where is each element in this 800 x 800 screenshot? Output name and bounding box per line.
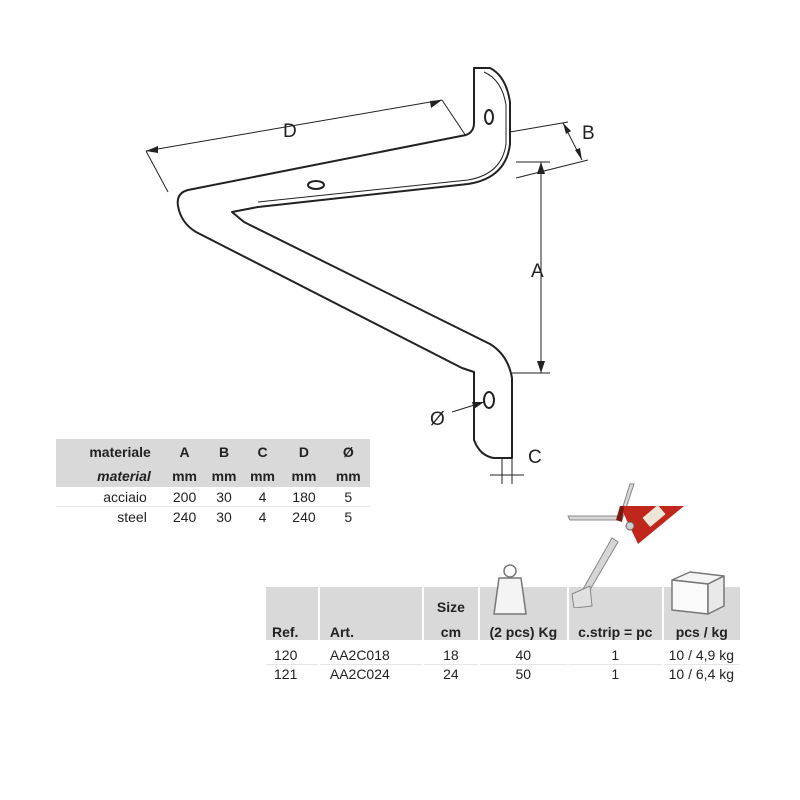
unit-d: mm	[281, 465, 327, 487]
specs-units-row: material mm mm mm mm mm	[56, 465, 370, 487]
dim-label-d: D	[283, 121, 297, 142]
value-cell: 180	[292, 488, 316, 505]
col-header-d: D	[281, 439, 327, 465]
col-header-a: A	[164, 439, 205, 465]
unit-b: mm	[204, 465, 244, 487]
size-cell: 18	[422, 646, 479, 665]
strip-cell: 1	[567, 646, 663, 665]
hole-bottom	[483, 391, 495, 409]
col-header-c: C	[243, 439, 282, 465]
weight-cell: 40	[477, 646, 569, 665]
dimension-d	[145, 99, 467, 193]
ref-header: Ref.	[272, 624, 299, 640]
dimension-c	[490, 458, 524, 484]
col-header-hole: Ø	[326, 439, 370, 465]
value-cell: 5	[326, 506, 370, 526]
unit-c: mm	[243, 465, 282, 487]
material-header-en: material	[56, 465, 165, 487]
dimension-b	[509, 121, 589, 179]
pack-cell: 10 / 4,9 kg	[661, 646, 740, 665]
unit-a: mm	[164, 465, 205, 487]
value-cell: 30	[204, 506, 244, 526]
value-cell: 240	[281, 506, 327, 526]
size-cell: 24	[422, 664, 479, 683]
pack-header: pcs / kg	[661, 587, 740, 646]
bracket-outline	[176, 67, 513, 459]
col-header-b: B	[204, 439, 244, 465]
dimension-hole	[451, 401, 485, 413]
hole-mid	[307, 180, 325, 190]
dimension-a	[512, 161, 550, 374]
value-cell: 4	[258, 488, 267, 505]
dim-label-c: C	[528, 447, 542, 468]
pack-cell: 10 / 6,4 kg	[661, 664, 740, 683]
ref-cell: 121	[266, 664, 319, 683]
strip-cell: 1	[567, 664, 663, 683]
table-row: 121 AA2C024 24 50 1 10 / 6,4 kg	[266, 664, 740, 683]
material-cell: steel	[56, 506, 165, 526]
strip-header: c.strip = pc	[567, 587, 663, 646]
hole-top	[484, 109, 494, 125]
product-header-row: Ref. Art. Size cm (2 pcs) Kg c.strip = p…	[266, 587, 740, 646]
weight-header: (2 pcs) Kg	[477, 587, 569, 646]
size-header-unit: cm	[440, 624, 462, 640]
table-row: acciaio 200 30 4 180 5	[56, 487, 370, 507]
ref-cell: 120	[274, 647, 298, 663]
art-header: Art.	[317, 587, 424, 646]
value-cell: 5	[344, 488, 353, 505]
table-row: 120 AA2C018 18 40 1 10 / 4,9 kg	[266, 646, 740, 665]
value-cell: 240	[164, 506, 205, 526]
material-header-it: materiale	[56, 439, 165, 465]
table-row: steel 240 30 4 240 5	[56, 506, 370, 526]
value-cell: 4	[243, 506, 282, 526]
weight-cell: 50	[477, 664, 569, 683]
dim-label-hole: Ø	[430, 409, 445, 430]
dim-label-b: B	[582, 123, 595, 144]
specs-header-row: materiale A B C D Ø	[56, 439, 370, 465]
value-cell: 200	[172, 488, 197, 505]
size-header: Size cm	[422, 587, 479, 646]
art-cell: AA2C018	[317, 646, 424, 665]
value-cell: 30	[216, 488, 232, 505]
art-cell: AA2C024	[317, 664, 424, 683]
material-cell: acciaio	[103, 488, 147, 505]
dim-label-a: A	[531, 261, 544, 282]
unit-hole: mm	[326, 465, 370, 487]
specs-table: materiale A B C D Ø material mm mm mm mm…	[56, 439, 370, 526]
product-table: Ref. Art. Size cm (2 pcs) Kg c.strip = p…	[266, 587, 740, 683]
size-header-label: Size	[436, 599, 465, 615]
